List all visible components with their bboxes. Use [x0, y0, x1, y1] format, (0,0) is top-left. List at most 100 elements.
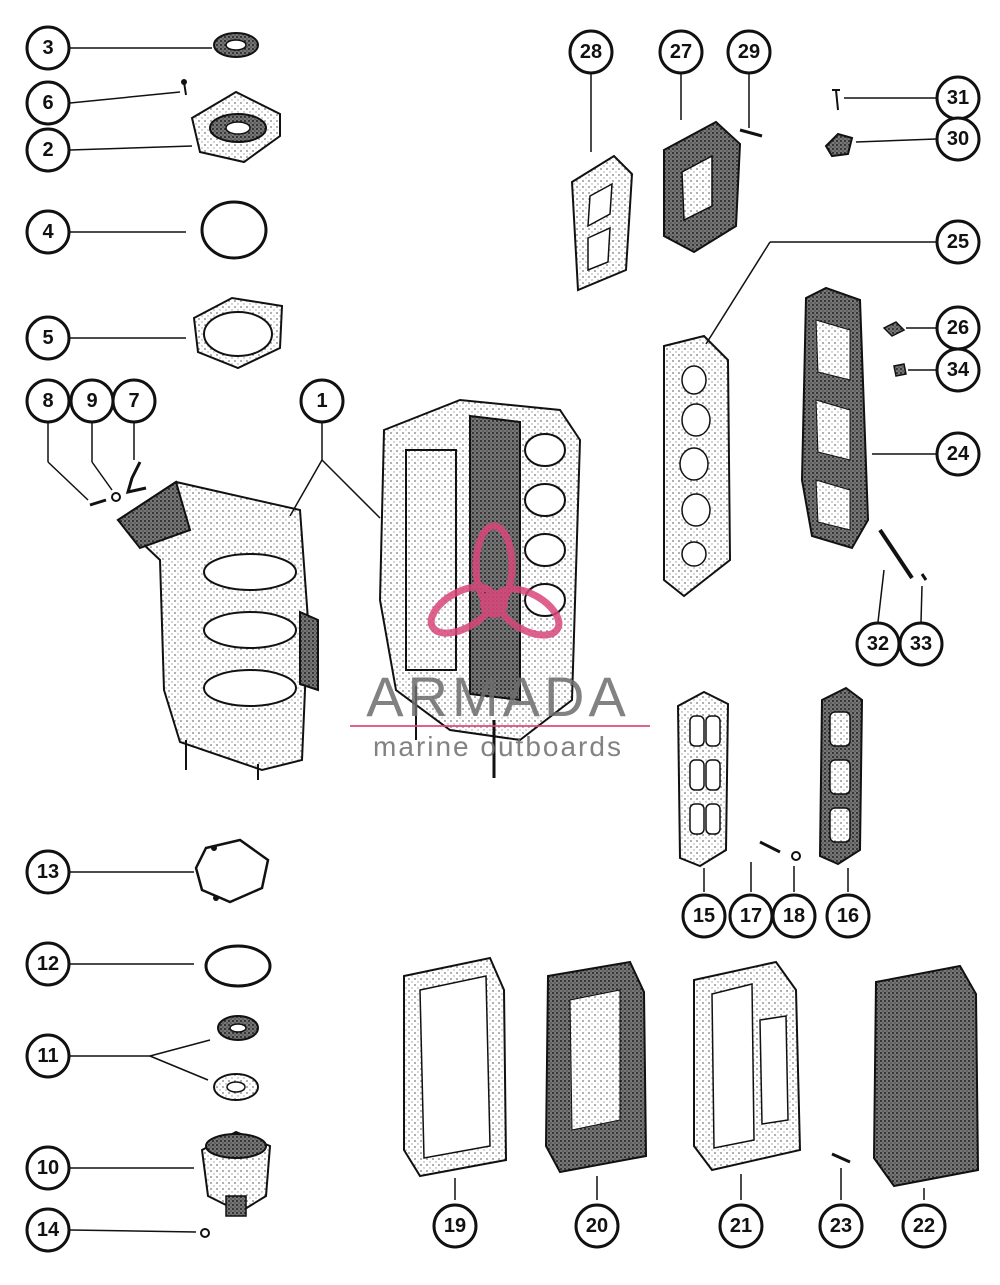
part-34-plug	[893, 363, 907, 377]
callout-20: 20	[574, 1203, 620, 1249]
part-6-screw	[181, 79, 187, 96]
callout-5: 5	[25, 315, 71, 361]
callout-24: 24	[935, 431, 981, 477]
callout-32: 32	[855, 621, 901, 667]
callout-11-label: 11	[37, 1045, 58, 1067]
callout-1-label: 1	[316, 390, 327, 412]
callout-8-label: 8	[42, 390, 53, 412]
callout-2-label: 2	[42, 139, 53, 161]
callout-13-label: 13	[37, 861, 59, 883]
callout-34: 34	[935, 347, 981, 393]
part-31-screw	[832, 89, 840, 111]
callout-17-label: 17	[740, 905, 762, 927]
callout-34-label: 34	[947, 359, 970, 381]
part-21-gasket	[693, 960, 802, 1172]
callout-11: 11	[25, 1033, 71, 1079]
callout-13: 13	[25, 849, 71, 895]
part-18-washer	[791, 851, 801, 861]
callout-10: 10	[25, 1145, 71, 1191]
callout-30: 30	[935, 116, 981, 162]
callout-26: 26	[935, 305, 981, 351]
callout-3: 3	[25, 25, 71, 71]
part-33-washer	[920, 573, 928, 581]
callout-16-label: 16	[837, 905, 859, 927]
part-22-exhaust-cover	[872, 964, 980, 1188]
callout-5-label: 5	[42, 327, 53, 349]
callout-25-label: 25	[947, 231, 969, 253]
callout-2: 2	[25, 127, 71, 173]
callout-18: 18	[771, 893, 817, 939]
callout-23-label: 23	[830, 1215, 852, 1237]
part-26-fitting	[882, 321, 906, 337]
watermark-logo: ARMADA marine outboards	[350, 522, 650, 762]
part-2-housing	[190, 90, 281, 164]
part-1-cylinder-block	[378, 398, 582, 778]
callout-18-label: 18	[783, 905, 805, 927]
callout-4: 4	[25, 209, 71, 255]
callout-22: 22	[901, 1203, 947, 1249]
part-16-plate	[818, 686, 864, 866]
leader-lines	[47, 47, 937, 1233]
watermark-subtitle: marine outboards	[373, 731, 623, 762]
part-29-screw	[739, 128, 763, 138]
part-11-seals	[213, 1015, 259, 1101]
callout-12-label: 12	[37, 953, 59, 975]
watermark-title: ARMADA	[366, 665, 630, 728]
part-1-crankcase-cover	[116, 480, 319, 780]
callout-6-label: 6	[42, 92, 53, 114]
callout-28: 28	[568, 29, 614, 75]
callout-12: 12	[25, 941, 71, 987]
part-17-screw	[759, 840, 781, 854]
callout-31-label: 31	[947, 87, 969, 109]
part-7-clip	[125, 461, 147, 495]
callout-22-label: 22	[913, 1215, 935, 1237]
callout-32-label: 32	[867, 633, 889, 655]
part-27-cover	[663, 120, 742, 254]
callout-6: 6	[25, 80, 71, 126]
callout-26-label: 26	[947, 317, 969, 339]
callout-15-label: 15	[693, 905, 715, 927]
callout-7: 7	[111, 378, 157, 424]
callout-23: 23	[818, 1203, 864, 1249]
part-9-washer	[111, 492, 121, 502]
part-14-screw	[200, 1228, 210, 1238]
callout-14: 14	[25, 1207, 71, 1253]
part-19-gasket	[403, 956, 508, 1178]
callout-4-label: 4	[42, 221, 54, 243]
callout-29-label: 29	[738, 41, 760, 63]
callout-27-label: 27	[670, 41, 692, 63]
part-3-seal	[213, 32, 259, 58]
callout-9-label: 9	[86, 390, 97, 412]
callout-31: 31	[935, 75, 981, 121]
callout-9: 9	[69, 378, 115, 424]
callout-7-label: 7	[128, 390, 139, 412]
callout-19-label: 19	[444, 1215, 466, 1237]
part-13-gasket	[194, 838, 270, 904]
callout-33: 33	[898, 621, 944, 667]
part-8-screw	[89, 498, 107, 507]
callout-21-label: 21	[730, 1215, 752, 1237]
callout-33-label: 33	[910, 633, 932, 655]
part-28-gasket	[570, 154, 634, 292]
callout-30-label: 30	[947, 128, 969, 150]
part-30-fitting	[824, 132, 854, 158]
callout-25: 25	[935, 219, 981, 265]
callout-10-label: 10	[37, 1157, 59, 1179]
part-20-divider-plate	[544, 960, 648, 1174]
callout-28-label: 28	[580, 41, 602, 63]
callout-24-label: 24	[947, 443, 970, 465]
part-15-gasket	[676, 690, 730, 868]
part-25-gasket	[663, 334, 732, 598]
callout-15: 15	[681, 893, 727, 939]
part-4-o-ring	[200, 200, 268, 260]
watermark-propeller-icon	[427, 522, 563, 639]
part-5-gasket	[192, 296, 284, 370]
callout-8: 8	[25, 378, 71, 424]
callout-20-label: 20	[586, 1215, 608, 1237]
part-32-stud	[878, 528, 914, 580]
part-24-cylinder-head	[800, 286, 870, 550]
callout-27: 27	[658, 29, 704, 75]
callout-16: 16	[825, 893, 871, 939]
part-12-o-ring	[204, 944, 272, 988]
